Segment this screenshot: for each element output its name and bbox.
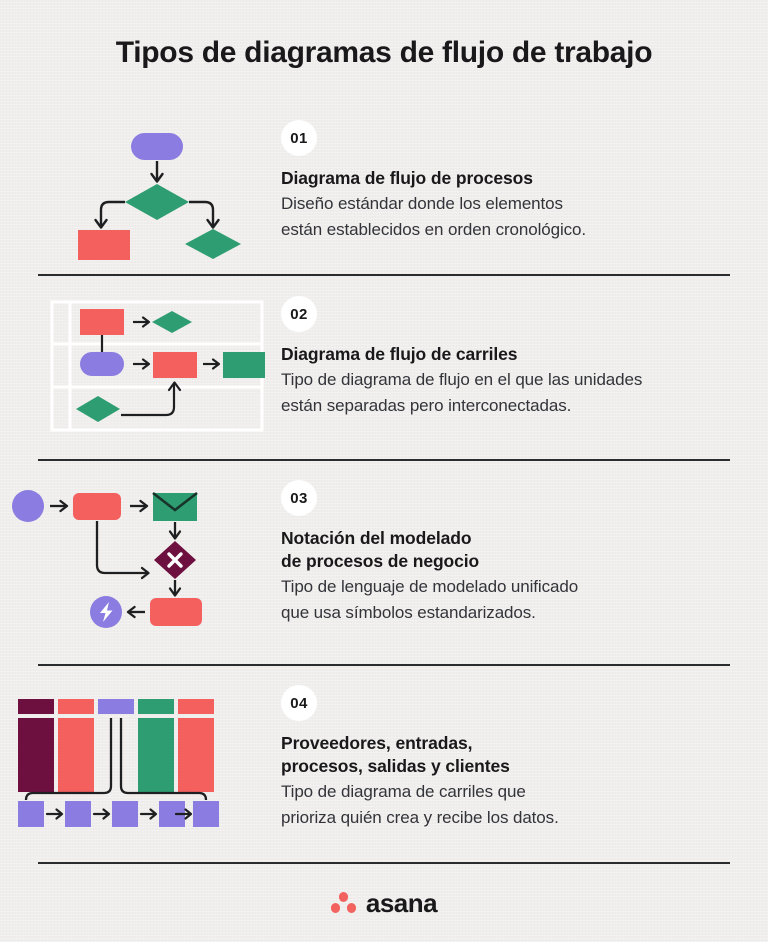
logo-dot-right (346, 903, 357, 913)
heading-line: Notación del modelado (281, 528, 472, 548)
section-01: 01 Diagrama de flujo de procesos Diseño … (0, 120, 768, 265)
sipoc-diagram-art (0, 685, 268, 845)
body-line: Diseño estándar donde los elementos (281, 194, 563, 213)
section-divider (38, 459, 730, 461)
exclusive-gateway-icon (154, 541, 196, 579)
section-number-badge: 03 (281, 480, 317, 516)
body-line: prioriza quién crea y recibe los datos. (281, 808, 559, 827)
body-line: están separadas pero interconectadas. (281, 396, 572, 415)
section-number-badge: 02 (281, 296, 317, 332)
section-heading: Proveedores, entradas, procesos, salidas… (281, 732, 741, 778)
section-03: 03 Notación del modelado de procesos de … (0, 480, 768, 640)
body-line: Tipo de lenguaje de modelado unificado (281, 577, 579, 596)
section-body: Diseño estándar donde los elementos está… (281, 191, 741, 243)
page-title: Tipos de diagramas de flujo de trabajo (115, 36, 653, 69)
swimlane-grid (50, 300, 264, 432)
section-02: 02 Diagrama de flujo de carriles Tipo de… (0, 296, 768, 436)
sipoc-columns (18, 718, 214, 792)
section-number-badge: 01 (281, 120, 317, 156)
section-01-text: 01 Diagrama de flujo de procesos Diseño … (281, 120, 741, 243)
message-envelope-icon (152, 491, 198, 521)
section-body: Tipo de diagrama de carriles que prioriz… (281, 779, 741, 831)
section-divider (38, 274, 730, 276)
bpmn-diagram-art (0, 480, 268, 640)
swimlane-diagram-art (0, 296, 268, 436)
heading-line: procesos, salidas y clientes (281, 756, 510, 776)
section-heading: Diagrama de flujo de carriles (281, 343, 741, 366)
body-line: que usa símbolos estandarizados. (281, 603, 536, 622)
start-event-circle (12, 490, 44, 522)
section-heading: Notación del modelado de procesos de neg… (281, 527, 741, 573)
section-03-text: 03 Notación del modelado de procesos de … (281, 480, 741, 626)
footer-logo: asana (0, 890, 768, 916)
logo-dot-top (338, 892, 349, 902)
process-flow-diagram-art (0, 120, 268, 265)
section-heading: Diagrama de flujo de procesos (281, 167, 741, 190)
sipoc-header-bars (18, 699, 214, 714)
heading-line: de procesos de negocio (281, 551, 480, 571)
brand-wordmark: asana (365, 888, 438, 918)
heading-line: Diagrama de flujo de carriles (281, 344, 518, 364)
section-body: Tipo de lenguaje de modelado unificado q… (281, 574, 741, 626)
section-02-text: 02 Diagrama de flujo de carriles Tipo de… (281, 296, 741, 419)
body-line: Tipo de diagrama de carriles que (281, 782, 526, 801)
asana-logo-icon (330, 892, 357, 914)
section-number-badge: 04 (281, 685, 317, 721)
section-body: Tipo de diagrama de flujo en el que las … (281, 367, 741, 419)
heading-line: Proveedores, entradas, (281, 733, 473, 753)
logo-dot-left (330, 903, 341, 913)
lightning-bolt-icon (90, 596, 122, 628)
section-divider (38, 862, 730, 864)
body-line: están establecidos en orden cronológico. (281, 220, 587, 239)
body-line: Tipo de diagrama de flujo en el que las … (281, 370, 643, 389)
heading-line: Diagrama de flujo de procesos (281, 168, 533, 188)
section-divider (38, 664, 730, 666)
sipoc-bottom-nodes (18, 801, 219, 827)
section-04: 04 Proveedores, entradas, procesos, sali… (0, 685, 768, 845)
section-04-text: 04 Proveedores, entradas, procesos, sali… (281, 685, 741, 831)
